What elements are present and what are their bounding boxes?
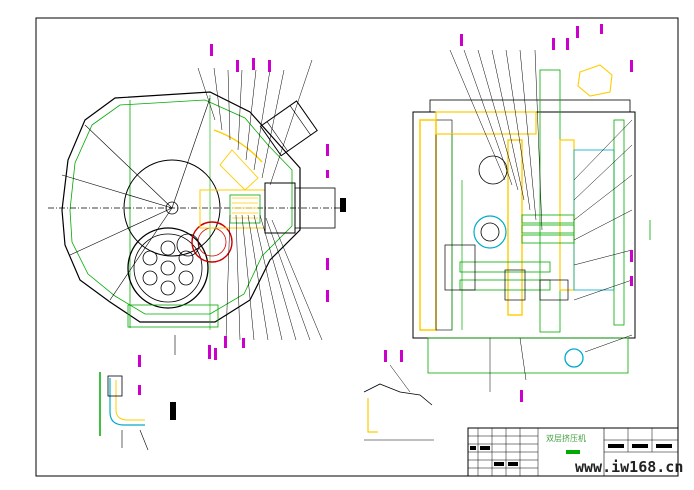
detail-view-a <box>99 355 176 451</box>
gear-stack <box>459 214 575 291</box>
side-top-rail <box>429 99 631 113</box>
hub-bore <box>165 201 179 215</box>
side-base <box>427 337 629 374</box>
detail-leader-2 <box>139 429 149 451</box>
side-left-wall <box>419 119 437 331</box>
title-block <box>467 427 679 477</box>
side-lower-gears <box>444 244 569 301</box>
base-plate <box>127 304 219 328</box>
pinion-inner <box>197 227 227 257</box>
side-shaft <box>507 139 523 316</box>
detail-b-profile <box>363 383 433 406</box>
detail-b-wall <box>367 398 378 433</box>
title-revision-marks <box>470 446 518 466</box>
sheet-border <box>35 17 679 477</box>
title-right-grid <box>604 428 678 453</box>
title-revision-grid <box>468 428 539 476</box>
detail-mark <box>170 402 176 420</box>
title-block-name: 双层挤压机 <box>546 434 586 443</box>
label-tags-top <box>210 44 329 302</box>
leader-lines-bottom <box>225 214 323 341</box>
side-bottom-leader-2 <box>519 337 527 381</box>
shaft-end-mark <box>340 198 346 212</box>
flange-arc <box>213 129 263 163</box>
side-top-box <box>435 111 537 135</box>
detail-pipe <box>109 378 145 426</box>
side-upper-circle <box>478 155 508 185</box>
detail-tags <box>138 355 141 395</box>
side-drain-circle <box>564 348 584 368</box>
side-leader-lines <box>449 49 633 353</box>
pinion-gear <box>191 221 233 263</box>
side-motor <box>577 64 613 97</box>
side-label-tags <box>384 24 633 402</box>
idler-gear <box>176 233 200 257</box>
front-view <box>48 44 346 360</box>
lower-gear <box>127 227 209 309</box>
side-right-wall <box>613 119 625 326</box>
side-bearing-inner <box>480 222 500 242</box>
side-view <box>384 24 651 402</box>
housing-inner <box>69 99 293 315</box>
main-gear-circle <box>123 159 221 257</box>
side-right-cover <box>573 149 615 291</box>
detail-b-leader <box>389 364 411 393</box>
lower-gear-pitch <box>133 233 203 303</box>
detail-view-b <box>363 364 434 441</box>
label-tags-bottom <box>208 336 245 360</box>
side-column <box>539 69 561 333</box>
motor-body <box>259 100 318 157</box>
title-code-mark <box>566 450 580 454</box>
radial-lines <box>61 97 211 301</box>
leader-lines-top <box>197 59 313 186</box>
gear-holes <box>142 240 194 296</box>
side-bearing <box>473 215 507 249</box>
detail-block <box>107 375 123 397</box>
housing-outline <box>61 91 301 323</box>
shaft-seal <box>229 194 261 224</box>
output-shaft <box>294 187 336 229</box>
watermark-text: www.iw168.cn <box>575 458 684 476</box>
title-right-marks <box>608 444 672 448</box>
side-left-liner <box>435 119 453 331</box>
bracket-detail <box>219 149 259 191</box>
detail-pipe-inner <box>115 380 145 421</box>
